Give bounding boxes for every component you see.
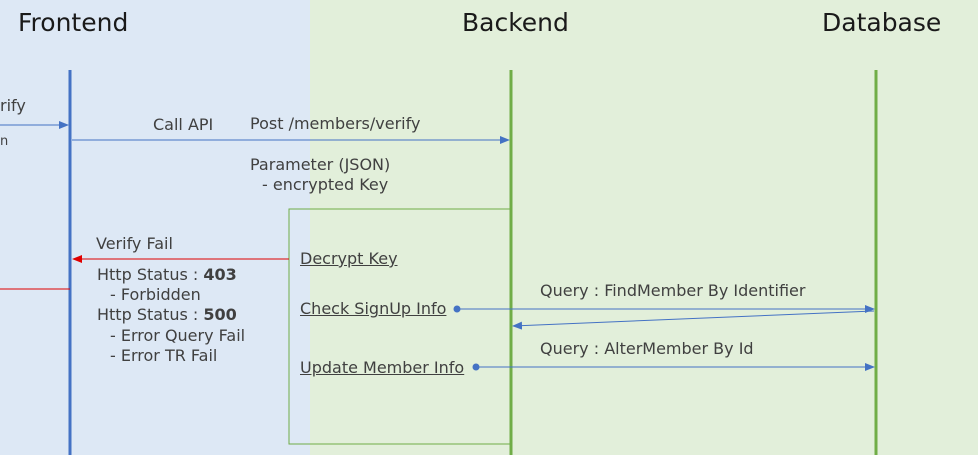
backend-lane: [310, 0, 978, 455]
verify-fail-label: Verify Fail: [96, 234, 173, 253]
backend-title: Backend: [462, 8, 569, 37]
cut-label-bottom: n: [0, 134, 9, 149]
backend-process-box: [288, 208, 511, 445]
status-prefix: Http Status :: [97, 305, 204, 324]
status-500-detail-tr: - Error TR Fail: [110, 346, 218, 365]
step-decrypt-key: Decrypt Key: [300, 249, 398, 268]
http-status-403: Http Status : 403: [97, 265, 237, 284]
status-403-detail: - Forbidden: [110, 285, 201, 304]
query-find-return-arrow: [512, 310, 875, 330]
status-prefix: Http Status :: [97, 265, 204, 284]
parameter-label: Parameter (JSON): [250, 155, 391, 174]
query-alter-label: Query : AlterMember By Id: [540, 339, 754, 358]
call-api-label: Call API: [153, 115, 214, 134]
step-update-member: Update Member Info: [300, 358, 465, 377]
status-code: 500: [203, 305, 237, 324]
frontend-title: Frontend: [18, 8, 129, 37]
http-status-500: Http Status : 500: [97, 305, 237, 324]
frontend-lane: [0, 0, 310, 455]
database-title: Database: [822, 8, 942, 37]
step-check-signup: Check SignUp Info: [300, 299, 447, 318]
query-find-label: Query : FindMember By Identifier: [540, 281, 806, 300]
parameter-key-label: - encrypted Key: [262, 175, 389, 194]
status-code: 403: [203, 265, 237, 284]
status-500-detail-query: - Error Query Fail: [110, 326, 246, 345]
endpoint-label: Post /members/verify: [250, 114, 421, 133]
cut-label-top: rify: [0, 96, 26, 115]
